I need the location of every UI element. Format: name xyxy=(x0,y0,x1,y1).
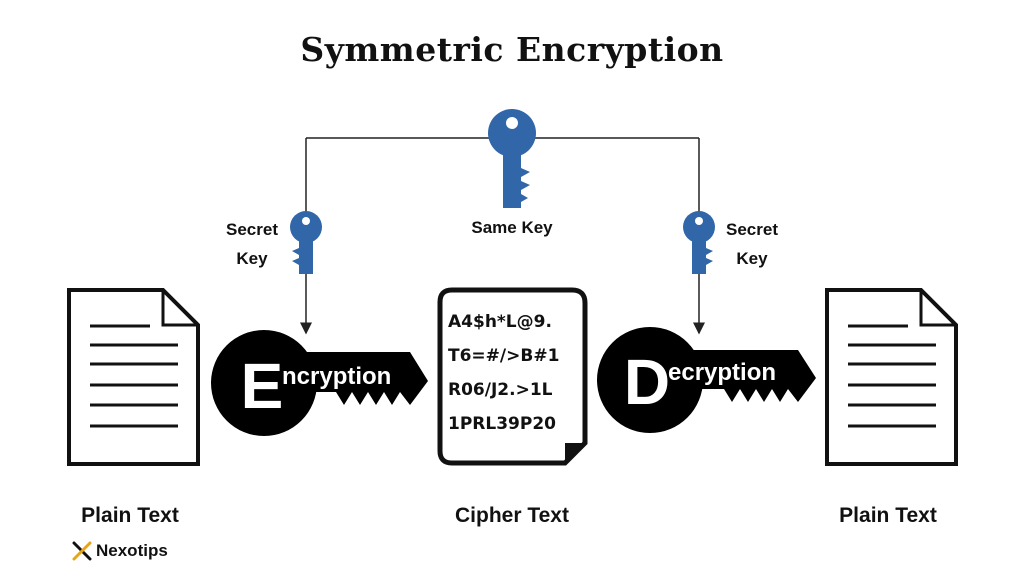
brand-logo-icon xyxy=(72,541,92,561)
secret-key-right-label: Secret Key xyxy=(716,215,788,273)
secret-key-left-line1: Secret xyxy=(226,220,278,239)
plain-text-left-caption: Plain Text xyxy=(81,504,179,527)
same-key-icon xyxy=(488,109,536,208)
encryption-key-icon xyxy=(211,330,428,436)
secret-key-left-icon xyxy=(290,211,322,274)
secret-key-right-line1: Secret xyxy=(726,220,778,239)
cipher-line: R06/J2.>1L xyxy=(448,380,553,400)
cipher-text-document-icon xyxy=(437,287,588,466)
secret-key-left-label: Secret Key xyxy=(216,215,288,273)
secret-key-left-line2: Key xyxy=(236,249,268,268)
cipher-line: A4$h*L@9. xyxy=(448,312,552,332)
decryption-key-icon xyxy=(597,327,816,433)
decryption-key-label: ecryption xyxy=(668,359,776,386)
plain-text-right-caption: Plain Text xyxy=(839,504,937,527)
plain-text-document-right-icon xyxy=(825,288,958,466)
encryption-key-label: ncryption xyxy=(282,363,391,390)
cipher-text-caption: Cipher Text xyxy=(455,504,569,527)
encryption-key-initial: E xyxy=(241,350,284,422)
decryption-key-initial: D xyxy=(624,346,670,418)
brand-name: Nexotips xyxy=(96,541,168,560)
brand-logo: Nexotips xyxy=(72,541,168,561)
key-connector-lines xyxy=(300,137,705,335)
cipher-line: 1PRL39P20 xyxy=(448,414,556,434)
plain-text-document-left-icon xyxy=(67,288,200,466)
secret-key-right-line2: Key xyxy=(736,249,768,268)
same-key-label: Same Key xyxy=(471,218,553,237)
cipher-line: T6=#/>B#1 xyxy=(448,346,560,366)
secret-key-right-icon xyxy=(683,211,715,274)
cipher-text-content: A4$h*L@9. T6=#/>B#1 R06/J2.>1L 1PRL39P20 xyxy=(448,305,588,441)
diagram-title: Symmetric Encryption xyxy=(300,30,724,69)
